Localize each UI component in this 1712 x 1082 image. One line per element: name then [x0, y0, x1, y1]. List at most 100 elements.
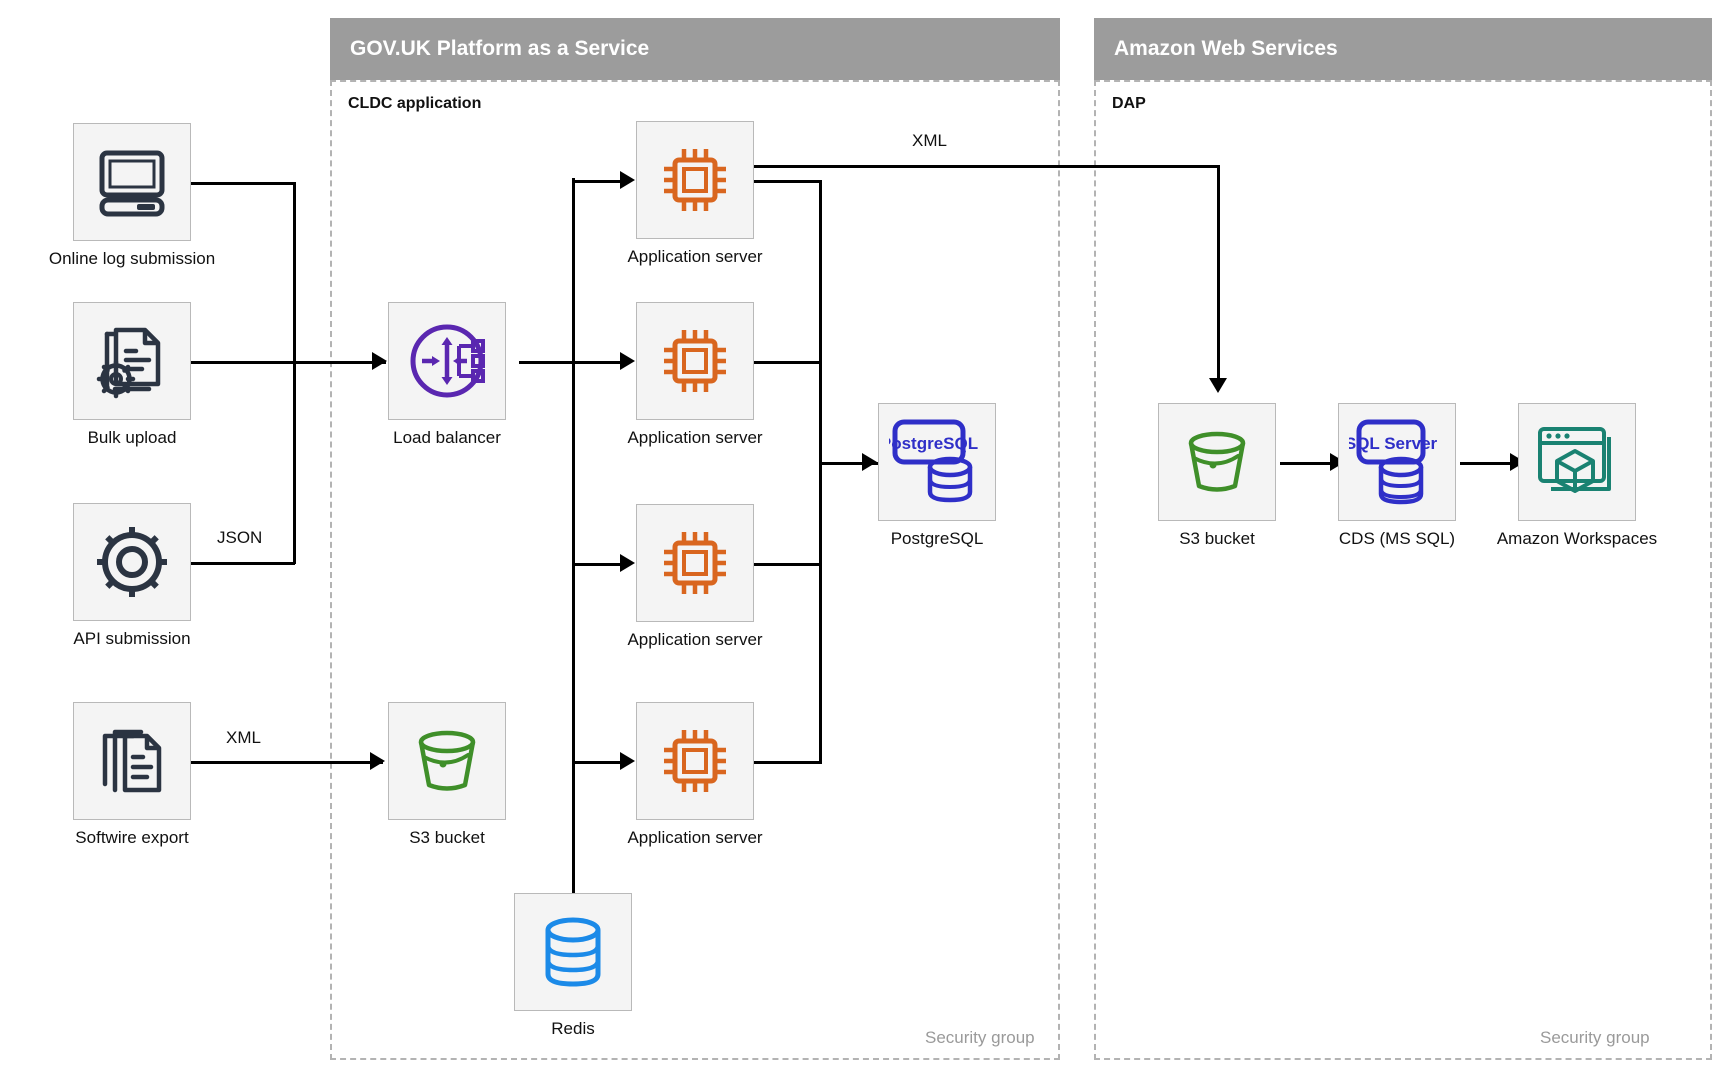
node-redis[interactable]: Redis	[514, 893, 632, 1038]
tile-app-server-4	[636, 702, 754, 820]
group-box-aws	[1094, 80, 1712, 1060]
edge-lb-out-h	[519, 361, 574, 364]
edge-label-json: JSON	[213, 528, 267, 548]
tile-load-balancer	[388, 302, 506, 420]
arrow-into-load-balancer	[372, 352, 387, 370]
label-app-server-2: Application server	[627, 428, 763, 447]
load-balancer-icon	[410, 324, 485, 398]
edge-api-to-bus-v	[293, 361, 296, 564]
node-app-server-4[interactable]: Application server	[627, 702, 763, 847]
edge-label-xml-softwire: XML	[222, 728, 265, 748]
node-app-server-2[interactable]: Application server	[627, 302, 763, 447]
label-redis: Redis	[551, 1019, 595, 1038]
cpu-chip-icon	[664, 330, 726, 392]
tile-redis	[514, 893, 632, 1011]
node-s3-bucket-paas[interactable]: S3 bucket	[388, 702, 506, 847]
group-box-paas	[330, 80, 1060, 1060]
node-cds-ms-sql[interactable]: SQL Server CDS (MS SQL)	[1338, 403, 1456, 548]
edge-bus-to-app2	[572, 361, 624, 364]
cpu-chip-icon	[664, 532, 726, 594]
arrow-into-postgresql	[862, 453, 877, 471]
tile-app-server-1	[636, 121, 754, 239]
edge-redis-to-bus	[572, 761, 575, 893]
group-sublabel-dap: DAP	[1112, 95, 1146, 112]
group-header-paas: GOV.UK Platform as a Service	[330, 18, 1060, 80]
edge-xml-to-aws-h	[752, 165, 1220, 168]
node-app-server-3[interactable]: Application server	[627, 504, 763, 649]
bucket-icon	[1188, 431, 1246, 492]
sql-server-icon-text: SQL Server	[1349, 434, 1438, 453]
edge-collector-bus-v	[819, 180, 822, 763]
edge-xml-to-aws-v	[1217, 165, 1220, 380]
gear-icon	[97, 527, 167, 597]
label-online-log-submission: Online log submission	[48, 249, 216, 268]
arrow-into-app-server-3	[620, 554, 635, 572]
arrow-into-app-server-4	[620, 752, 635, 770]
label-app-server-3: Application server	[627, 630, 763, 649]
node-bulk-upload[interactable]: Bulk upload	[73, 302, 191, 447]
edge-label-xml-to-dap: XML	[908, 131, 951, 151]
node-load-balancer[interactable]: Load balancer	[388, 302, 506, 447]
label-load-balancer: Load balancer	[393, 428, 501, 447]
desktop-computer-icon	[99, 150, 165, 217]
label-app-server-1: Application server	[627, 247, 763, 266]
amazon-workspaces-icon	[1538, 427, 1611, 493]
edge-bus-to-app4	[572, 761, 624, 764]
node-api-submission[interactable]: API submission	[73, 503, 191, 648]
bucket-icon	[418, 730, 476, 791]
node-online-log-submission[interactable]: Online log submission	[49, 123, 215, 268]
tile-app-server-3	[636, 504, 754, 622]
arrow-into-s3-bucket-aws	[1209, 378, 1227, 393]
edge-api-to-bus-h	[191, 562, 295, 565]
cpu-chip-icon	[664, 149, 726, 211]
arrow-into-app-server-2	[620, 352, 635, 370]
edge-app1-out	[752, 180, 822, 183]
label-api-submission: API submission	[73, 629, 191, 648]
group-sublabel-cldc: CLDC application	[348, 95, 482, 112]
node-postgresql[interactable]: PostgreSQL PostgreSQL	[878, 403, 996, 548]
arrow-into-s3-bucket-paas	[370, 752, 385, 770]
node-s3-bucket-aws[interactable]: S3 bucket	[1158, 403, 1276, 548]
label-amazon-workspaces: Amazon Workspaces	[1496, 529, 1658, 548]
edge-app3-out	[752, 563, 822, 566]
label-app-server-4: Application server	[627, 828, 763, 847]
group-header-aws: Amazon Web Services	[1094, 18, 1712, 80]
tile-app-server-2	[636, 302, 754, 420]
tile-cds-ms-sql: SQL Server	[1338, 403, 1456, 521]
edge-bus-to-app3	[572, 563, 624, 566]
tile-online-log-submission	[73, 123, 191, 241]
edge-lb-bus-v	[572, 178, 575, 761]
label-postgresql: PostgreSQL	[890, 529, 984, 548]
tile-amazon-workspaces	[1518, 403, 1636, 521]
cpu-chip-icon	[664, 730, 726, 792]
label-s3-bucket-paas: S3 bucket	[409, 828, 485, 847]
label-s3-bucket-aws: S3 bucket	[1179, 529, 1255, 548]
tile-s3-bucket-paas	[388, 702, 506, 820]
edge-softwire-to-s3	[191, 761, 383, 764]
tile-softwire-export	[73, 702, 191, 820]
tile-s3-bucket-aws	[1158, 403, 1276, 521]
tile-postgresql: PostgreSQL	[878, 403, 996, 521]
label-cds-ms-sql: CDS (MS SQL)	[1338, 529, 1456, 548]
sql-server-icon: SQL Server	[1349, 419, 1438, 505]
edge-collector-to-postgres	[819, 462, 887, 465]
tile-bulk-upload	[73, 302, 191, 420]
document-gear-icon	[96, 327, 161, 399]
edge-app2-out	[752, 361, 822, 364]
edge-online-to-bus-v	[293, 182, 296, 362]
edge-app4-out	[752, 761, 822, 764]
node-app-server-1[interactable]: Application server	[627, 121, 763, 266]
node-amazon-workspaces[interactable]: Amazon Workspaces	[1497, 403, 1657, 548]
security-group-label-aws: Security group	[1540, 1028, 1650, 1047]
redis-database-icon	[545, 917, 601, 987]
edge-s3aws-to-cds	[1280, 462, 1338, 465]
label-softwire-export: Softwire export	[75, 828, 189, 847]
edge-bus-to-app1	[572, 180, 624, 183]
node-softwire-export[interactable]: Softwire export	[73, 702, 191, 847]
security-group-label-paas: Security group	[925, 1028, 1035, 1047]
edge-bulk-to-lb	[191, 361, 386, 364]
postgresql-icon: PostgreSQL	[889, 419, 978, 503]
edge-online-to-bus-h	[191, 182, 295, 185]
postgresql-icon-text: PostgreSQL	[889, 434, 978, 453]
